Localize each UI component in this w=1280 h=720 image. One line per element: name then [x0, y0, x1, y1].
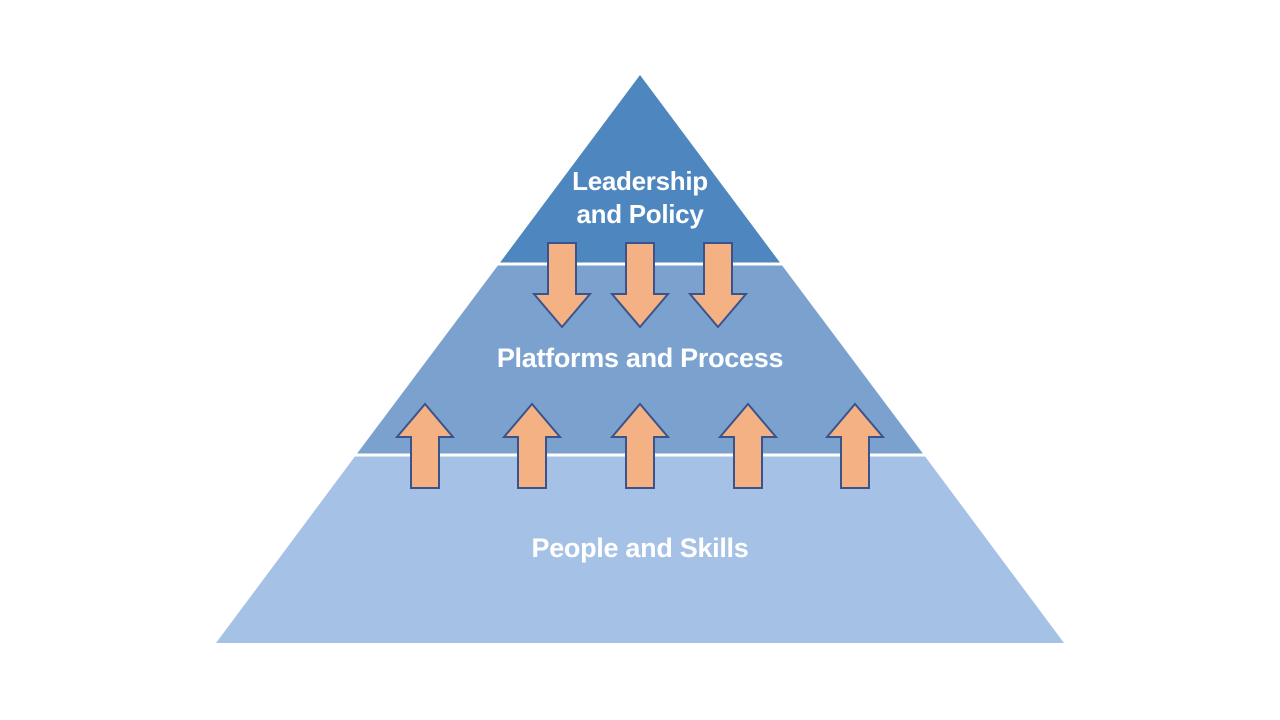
tier-top-leadership-and-policy [499, 75, 781, 264]
up-arrows-group [394, 402, 886, 489]
up-arrow-icon [717, 402, 779, 489]
tier-middle-label: Platforms and Process [497, 343, 783, 373]
tier-middle-platforms-and-process [356, 264, 924, 455]
up-arrow-icon [501, 402, 563, 489]
up-arrow-icon [609, 402, 671, 489]
down-arrow-icon [609, 242, 671, 329]
tier-top-label-line1: Leadership [572, 166, 708, 196]
down-arrow-icon [687, 242, 749, 329]
up-arrow-icon [394, 402, 456, 489]
up-arrow-icon [824, 402, 886, 489]
down-arrows-group [531, 242, 749, 329]
down-arrow-icon [531, 242, 593, 329]
tier-bottom-label: People and Skills [532, 533, 749, 563]
tier-top-label-line2: and Policy [576, 199, 704, 229]
tier-bottom-people-and-skills [216, 455, 1064, 643]
